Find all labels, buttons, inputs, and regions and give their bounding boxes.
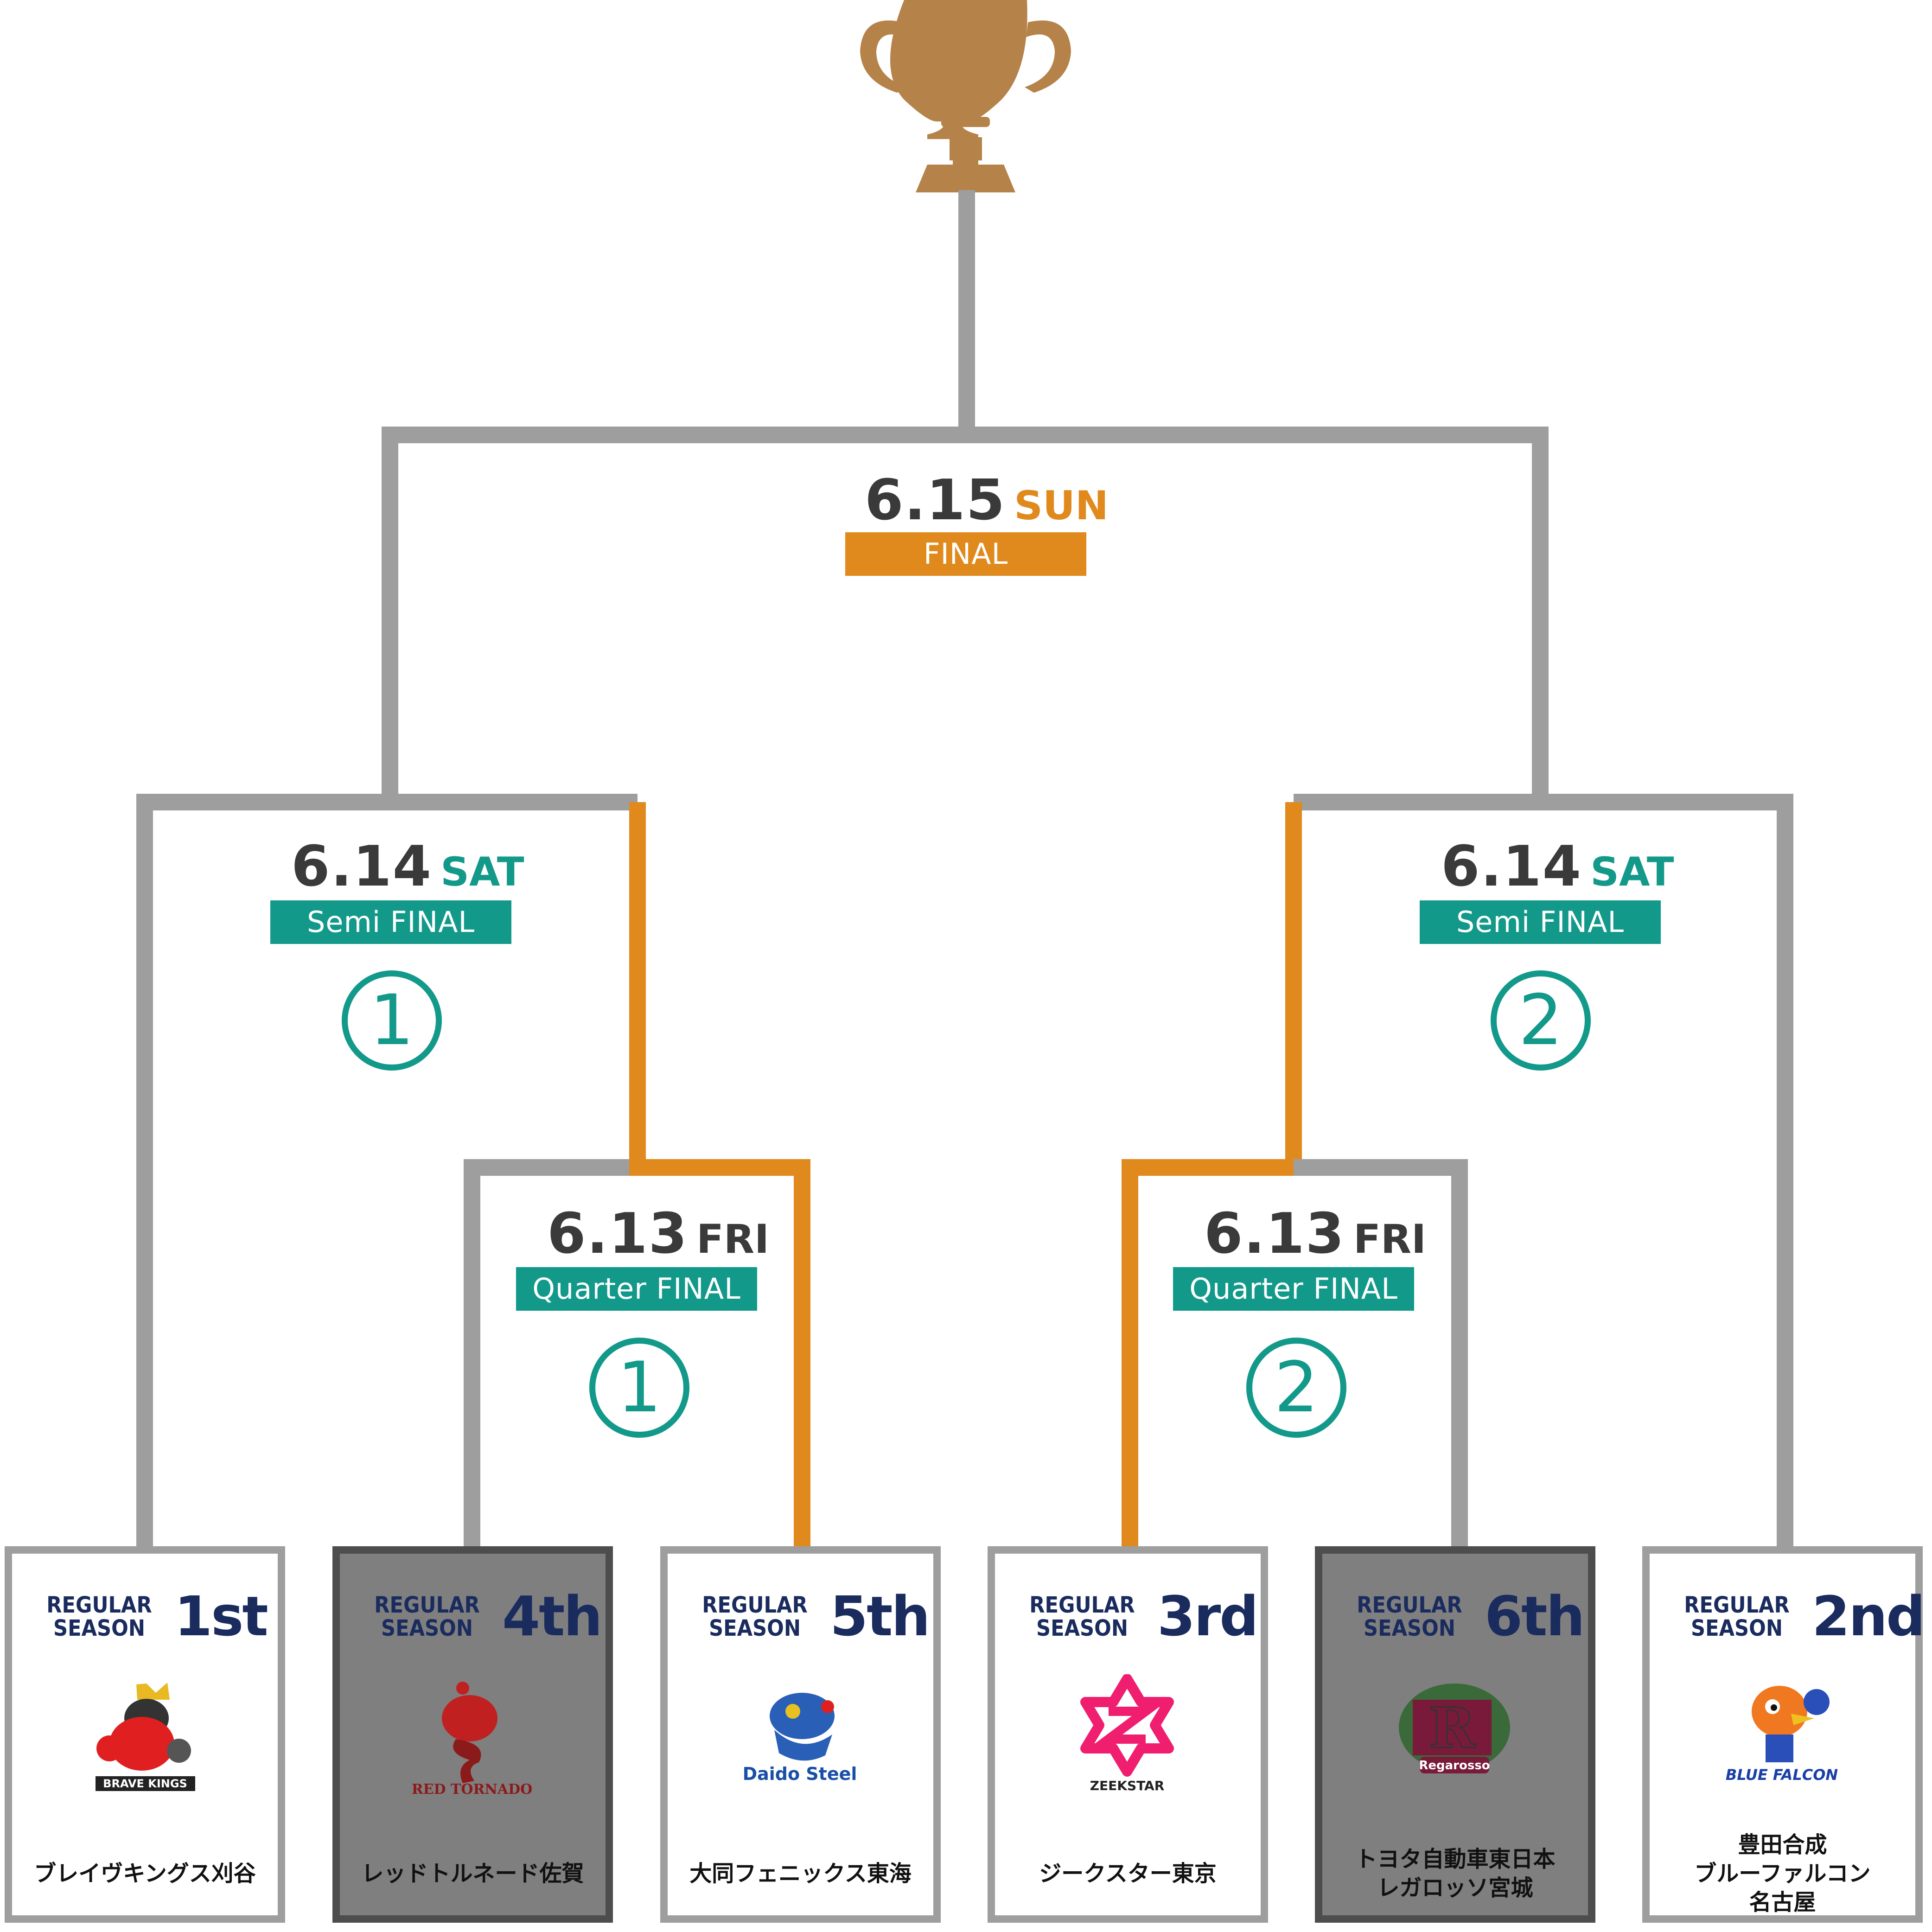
red-tornado-logo: RED TORNADO (405, 1674, 539, 1809)
seed-label-regular: REGULAR (1029, 1592, 1135, 1618)
quarter-right-winner-line (1122, 1159, 1302, 1549)
quarter-right-bracket-line (1294, 1159, 1468, 1549)
quarter-final-1-date-number: 6.13 (547, 1202, 689, 1266)
final-bracket-line (382, 427, 1549, 802)
seed-rank: 5th (830, 1584, 931, 1648)
seed-rank: 2nd (1812, 1584, 1926, 1648)
daido-steel-logo: Daido Steel (733, 1674, 867, 1809)
blue-falcon-logo: BLUE FALCON (1715, 1674, 1849, 1809)
team-card-zeekstar: REGULAR SEASON 3rd ZEEKSTAR ジークスター東京 (988, 1546, 1268, 1923)
red-tornado-logo-text: RED TORNADO (412, 1781, 533, 1798)
zeekstar-logo-text: ZEEKSTAR (1090, 1778, 1165, 1793)
trophy-icon (860, 0, 1071, 192)
team-name: レッドトルネード佐賀 (361, 1861, 584, 1887)
seed-row: REGULAR SEASON 5th (668, 1586, 933, 1646)
team-card-brave-kings: REGULAR SEASON 1st BRAVE KINGS ブレイヴキングス刈… (5, 1546, 285, 1923)
regarosso-logo: R Regarosso (1387, 1674, 1522, 1809)
seed-label-season: SEASON (53, 1615, 145, 1641)
quarter-final-2-day: FRI (1353, 1216, 1427, 1262)
quarter-left-bracket-line (464, 1159, 638, 1549)
semi-final-1-badge: Semi FINAL (270, 900, 511, 944)
team-card-blue-falcon: REGULAR SEASON 2nd BLUE FALCON 豊田合成 ブルーフ… (1642, 1546, 1926, 1923)
quarter-left-winner-line (629, 1159, 810, 1549)
final-date-number: 6.15 (865, 468, 1006, 533)
semi-right-bracket-line (1294, 794, 1793, 1549)
seed-rank: 1st (174, 1584, 268, 1648)
semi-final-1-number: 1 (342, 970, 442, 1071)
seed-row: REGULAR SEASON 3rd (995, 1586, 1261, 1646)
seed-row: REGULAR SEASON 4th (340, 1586, 606, 1646)
final-badge: FINAL (845, 532, 1086, 576)
seed-label: REGULAR SEASON (367, 1594, 487, 1640)
brave-kings-logo: BRAVE KINGS (77, 1674, 211, 1809)
seed-label-season: SEASON (381, 1615, 473, 1641)
seed-label-season: SEASON (1691, 1615, 1783, 1641)
team-card-red-tornado: REGULAR SEASON 4th RED TORNADO レッドトルネード佐… (332, 1546, 613, 1923)
seed-label-season: SEASON (1036, 1615, 1128, 1641)
seed-label-regular: REGULAR (1357, 1592, 1462, 1618)
seed-rank: 4th (502, 1584, 603, 1648)
svg-text:R: R (1429, 1696, 1476, 1761)
blue-falcon-logo-text: BLUE FALCON (1726, 1766, 1838, 1784)
seed-row: REGULAR SEASON 6th (1322, 1586, 1588, 1646)
semi-final-2-badge: Semi FINAL (1420, 900, 1661, 944)
quarter-final-1-badge: Quarter FINAL (516, 1267, 757, 1311)
seed-label-season: SEASON (709, 1615, 801, 1641)
semi-final-1-date-number: 6.14 (291, 835, 433, 899)
seed-label: REGULAR SEASON (39, 1594, 159, 1640)
seed-rank: 6th (1485, 1584, 1585, 1648)
semi-left-bracket-line (136, 794, 638, 1549)
seed-label-regular: REGULAR (374, 1592, 480, 1618)
team-name: ジークスター東京 (1039, 1861, 1217, 1887)
quarter-final-2-date-number: 6.13 (1204, 1202, 1345, 1266)
semi-final-1-day: SAT (440, 849, 524, 895)
zeekstar-logo: ZEEKSTAR (1060, 1674, 1194, 1809)
daido-steel-logo-text: Daido Steel (743, 1764, 857, 1784)
seed-row: REGULAR SEASON 1st (12, 1586, 278, 1646)
regarosso-logo-text: Regarosso (1419, 1759, 1490, 1773)
quarter-final-1-number: 1 (589, 1338, 689, 1438)
final-day: SUN (1014, 483, 1109, 529)
team-card-daido-steel: REGULAR SEASON 5th Daido Steel 大同フェニックス東… (660, 1546, 941, 1923)
semi-final-2-date-number: 6.14 (1441, 835, 1582, 899)
seed-row: REGULAR SEASON 2nd (1650, 1586, 1925, 1646)
seed-label: REGULAR SEASON (1022, 1594, 1142, 1640)
quarter-final-2-badge: Quarter FINAL (1173, 1267, 1414, 1311)
brave-kings-logo-text: BRAVE KINGS (103, 1777, 187, 1790)
seed-label-regular: REGULAR (46, 1592, 152, 1618)
team-name: トヨタ自動車東日本 レガロッソ宮城 (1355, 1846, 1556, 1901)
team-name: ブレイヴキングス刈谷 (34, 1861, 256, 1887)
quarter-final-2-number: 2 (1246, 1338, 1346, 1438)
semi-final-2-day: SAT (1590, 849, 1674, 895)
seed-label-regular: REGULAR (1684, 1592, 1790, 1618)
team-name: 豊田合成 ブルーファルコン 名古屋 (1694, 1832, 1871, 1915)
seed-label: REGULAR SEASON (1677, 1594, 1797, 1640)
seed-label: REGULAR SEASON (695, 1594, 815, 1640)
seed-label-regular: REGULAR (702, 1592, 808, 1618)
quarter-final-1-day: FRI (696, 1216, 770, 1262)
team-card-regarosso: REGULAR SEASON 6th R Regarosso トヨタ自動車東日本… (1315, 1546, 1595, 1923)
team-name: 大同フェニックス東海 (689, 1861, 912, 1887)
semi-final-2-number: 2 (1491, 970, 1591, 1071)
seed-label-season: SEASON (1364, 1615, 1455, 1641)
seed-label: REGULAR SEASON (1349, 1594, 1470, 1640)
seed-rank: 3rd (1157, 1584, 1259, 1648)
